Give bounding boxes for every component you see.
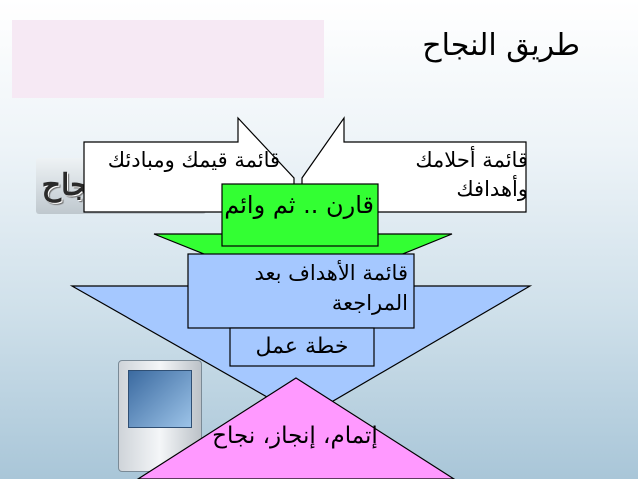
outcome-box-text: إتمام، إنجاز، نجاح [212, 423, 378, 449]
compare-box [221, 183, 379, 247]
page-title: طريق النجاح [422, 28, 580, 63]
plan-box-text: خطة عمل [255, 334, 349, 359]
dreams-box-text: قائمة أحلامك وأهدافك [415, 148, 528, 201]
outcome-diamond-shape [136, 377, 456, 479]
review-box [187, 253, 415, 329]
background-band [12, 20, 324, 98]
review-box-text: قائمة الأهداف بعد المراجعة [254, 261, 408, 315]
values-box-text: قائمة قيمك ومبادئك [107, 148, 280, 172]
plan-box [229, 327, 375, 367]
monitor-screen [128, 370, 192, 428]
compare-box-text: قارن .. ثم وائم [224, 191, 374, 219]
